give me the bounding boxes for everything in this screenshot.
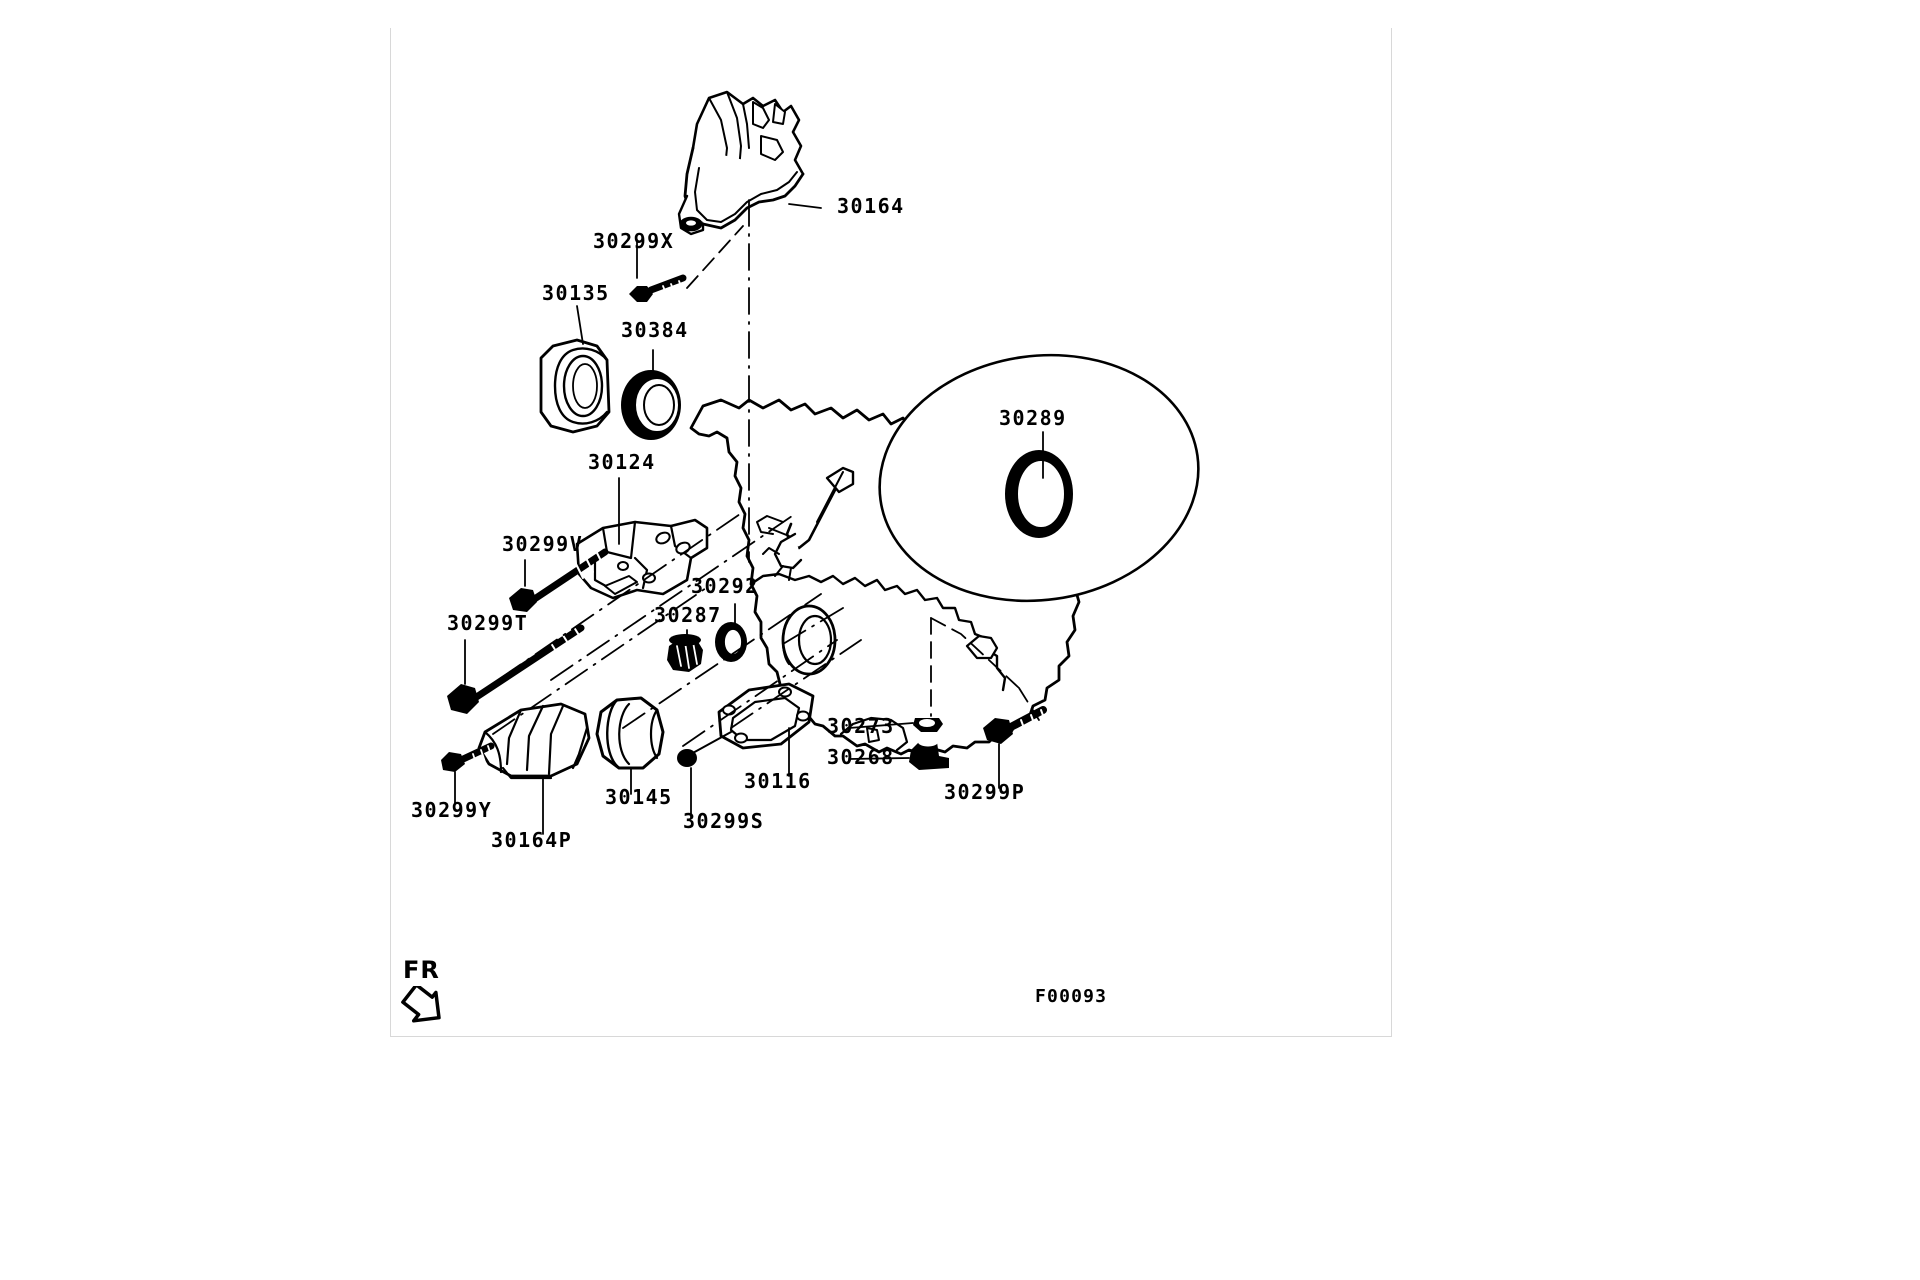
part-30273-washer — [913, 718, 943, 732]
part-30384-oil-seal — [621, 370, 681, 440]
callout-30299S: 30299S — [683, 809, 765, 833]
callout-30124: 30124 — [588, 450, 656, 474]
callout-30135: 30135 — [542, 281, 610, 305]
part-30299T-bolt — [447, 623, 585, 714]
part-30164-mount-bracket — [677, 90, 805, 236]
part-30299X-bolt — [629, 274, 687, 302]
fr-label: FR — [403, 956, 440, 984]
callout-30164P: 30164P — [491, 828, 573, 852]
callout-30287: 30287 — [654, 603, 722, 627]
assembly-axis — [462, 199, 862, 747]
callout-30299Y: 30299Y — [411, 798, 493, 822]
part-30299Y-bolt — [441, 742, 495, 772]
part-30145-oil-seal — [595, 696, 665, 770]
callout-30273: 30273 — [827, 714, 895, 738]
callout-30164: 30164 — [837, 194, 905, 218]
part-30292-washer — [715, 622, 747, 662]
part-30289-oring-detail — [878, 353, 1200, 603]
callout-30292: 30292 — [691, 574, 759, 598]
part-30287-plug — [667, 634, 703, 672]
part-30299S-bolt — [677, 731, 732, 767]
callout-30145: 30145 — [605, 785, 673, 809]
part-30268-drain-plug — [909, 737, 949, 770]
arrow-down-right-icon — [401, 986, 441, 1023]
callout-30299X: 30299X — [593, 229, 675, 253]
part-30164P-cover — [477, 702, 591, 780]
part-30299P-bolt — [983, 706, 1048, 744]
drawing-sheet: 30164 30299X 30135 30384 30289 30124 302… — [390, 28, 1392, 1037]
callout-30289: 30289 — [999, 406, 1067, 430]
drawing-number: F00093 — [1035, 986, 1108, 1007]
parts-illustration — [441, 90, 1200, 835]
part-30116-cover-plate — [717, 682, 815, 750]
part-30135-bushing — [539, 338, 611, 434]
part-30124-bracket — [575, 518, 709, 600]
part-30299V-bolt — [509, 548, 609, 612]
callout-30116: 30116 — [744, 769, 812, 793]
callout-30299P: 30299P — [944, 780, 1026, 804]
callout-30268: 30268 — [827, 745, 895, 769]
leader-dashes — [686, 225, 1040, 721]
callout-leaders — [454, 203, 1044, 835]
callout-30299V: 30299V — [502, 532, 584, 556]
callout-30384: 30384 — [621, 318, 689, 342]
callout-30299T: 30299T — [447, 611, 529, 635]
